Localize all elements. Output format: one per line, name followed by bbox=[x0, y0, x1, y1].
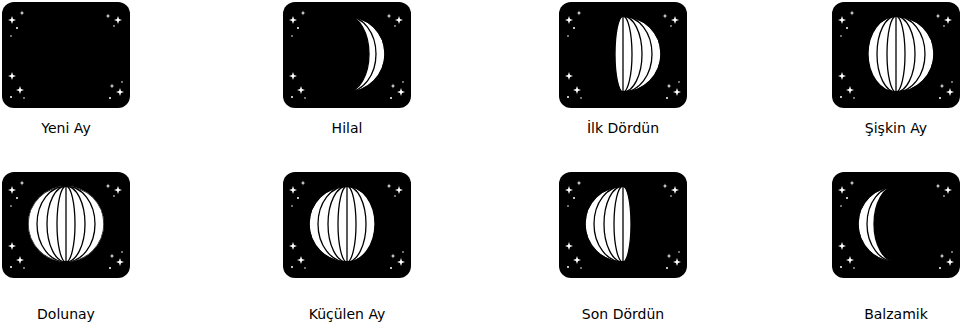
full-moon-panel bbox=[2, 172, 130, 278]
phase-label: Küçülen Ay bbox=[309, 305, 386, 323]
phase-label: Son Dördün bbox=[582, 305, 664, 323]
phase-label: Şişkin Ay bbox=[865, 119, 927, 137]
crescent-panel bbox=[283, 2, 411, 108]
waning-crescent-panel bbox=[832, 172, 960, 278]
waxing-gibbous-panel bbox=[832, 2, 960, 108]
waning-gibbous-panel bbox=[283, 172, 411, 278]
phase-label: Dolunay bbox=[37, 305, 95, 323]
new-moon-panel bbox=[2, 2, 130, 108]
phase-label: Balzamik bbox=[864, 305, 928, 323]
last-quarter-panel bbox=[559, 172, 687, 278]
phase-label: Hilal bbox=[332, 119, 363, 137]
phase-label: Yeni Ay bbox=[41, 119, 90, 137]
first-quarter-panel bbox=[559, 2, 687, 108]
phase-label: İlk Dördün bbox=[587, 119, 659, 137]
